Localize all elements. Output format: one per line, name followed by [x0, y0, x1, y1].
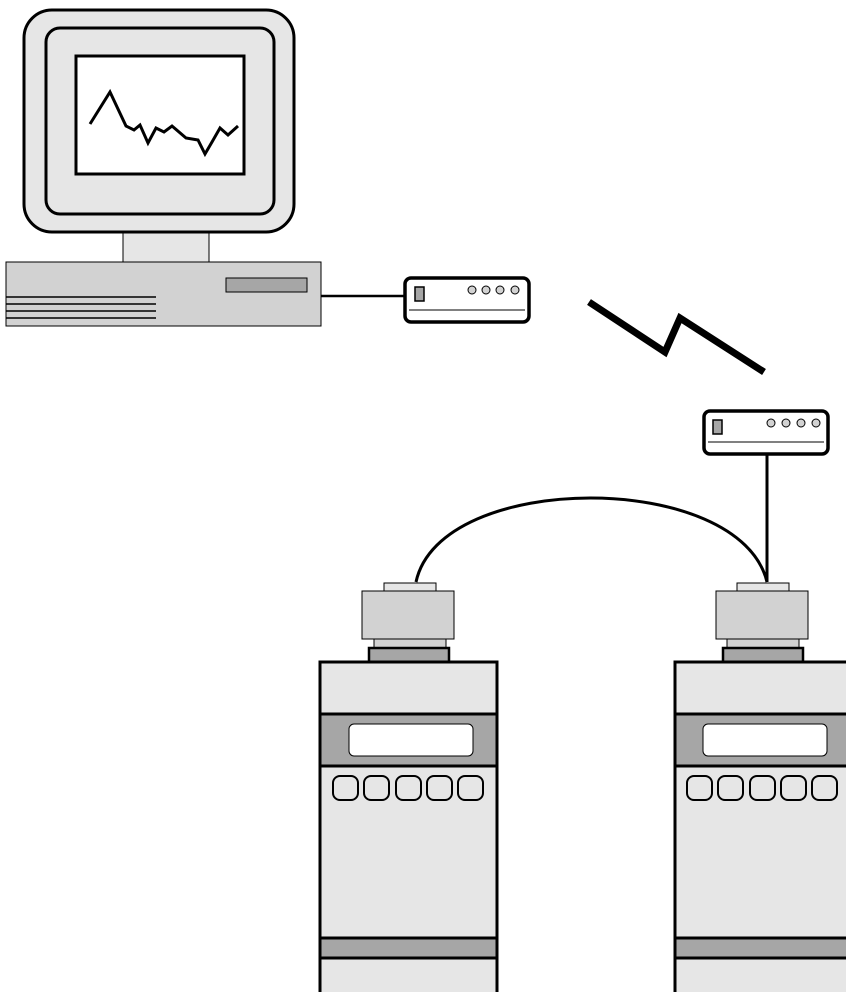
lightning-bolt-icon — [587, 299, 766, 375]
cable-instrument-link — [414, 496, 769, 583]
instrument-left — [318, 582, 499, 992]
connector-base — [373, 638, 447, 649]
display-screen — [702, 723, 828, 757]
display-screen — [348, 723, 474, 757]
instrument-button — [749, 775, 776, 801]
computer-case — [5, 261, 322, 327]
instrument-button — [717, 775, 744, 801]
monitor-neck — [122, 232, 210, 263]
modem-local — [403, 276, 531, 324]
monitor-screen — [74, 54, 246, 176]
modem-light — [781, 418, 791, 428]
instrument-button — [332, 775, 359, 801]
instrument-right — [673, 582, 846, 992]
modem-power-indicator — [712, 419, 723, 435]
instrument-button — [457, 775, 484, 801]
waveform-trace — [88, 88, 240, 158]
modem-light — [481, 285, 491, 295]
bottom-band — [673, 936, 846, 960]
modem-light — [766, 418, 776, 428]
bottom-band — [318, 936, 499, 960]
drive-slot — [225, 277, 308, 293]
modem-light — [796, 418, 806, 428]
instrument-button — [395, 775, 422, 801]
computer-node — [5, 8, 322, 327]
connector-body — [361, 590, 455, 640]
modem-power-indicator — [414, 286, 425, 302]
connector-base — [726, 638, 800, 649]
instrument-button — [363, 775, 390, 801]
connector-collar — [367, 646, 451, 664]
modem-remote — [702, 409, 830, 456]
connector-collar — [721, 646, 805, 664]
instrument-button — [686, 775, 713, 801]
instrument-button — [811, 775, 838, 801]
modem-light — [811, 418, 821, 428]
connector-body — [715, 590, 809, 640]
modem-light — [495, 285, 505, 295]
instrument-button — [780, 775, 807, 801]
modem-light — [510, 285, 520, 295]
modem-light — [467, 285, 477, 295]
instrument-button — [426, 775, 453, 801]
